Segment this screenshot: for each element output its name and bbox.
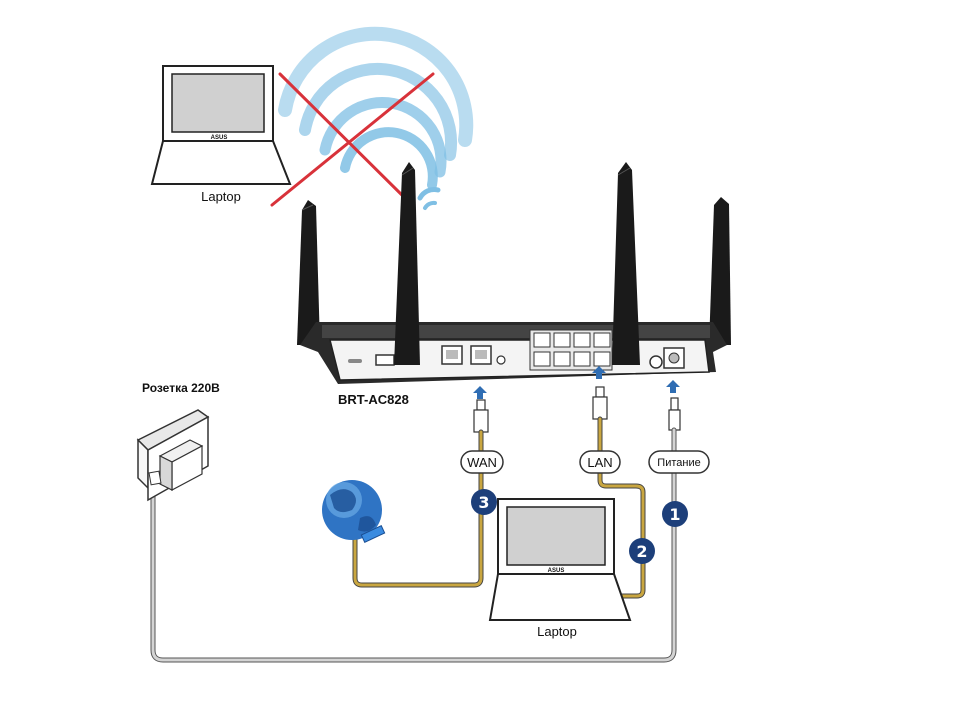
laptop-wireless: ASUS Laptop xyxy=(150,65,292,204)
cross-icon xyxy=(270,72,435,207)
globe-icon xyxy=(322,480,386,543)
laptop-logo: ASUS xyxy=(211,135,228,141)
wall-socket: Розетка 220В xyxy=(136,381,220,502)
step-number: 2 xyxy=(636,542,647,561)
cables xyxy=(150,416,677,663)
router: BRT-AC828 xyxy=(297,162,731,407)
step-number: 1 xyxy=(669,505,680,524)
cable-tag-label: Питание xyxy=(657,457,700,469)
step-badge-1: 1 xyxy=(662,501,688,527)
laptop-logo: ASUS xyxy=(548,568,565,574)
laptop-wired: ASUS Laptop xyxy=(488,498,632,639)
step-badge-2: 2 xyxy=(629,538,655,564)
cable-tag-label: LAN xyxy=(587,455,612,470)
cable-tag-label: WAN xyxy=(467,455,497,470)
cable-tag-power: Питание xyxy=(648,450,710,474)
laptop-wireless-label: Laptop xyxy=(201,189,241,204)
wifi-signal-icon xyxy=(278,26,474,210)
step-badge-3: 3 xyxy=(471,489,497,515)
cable-plugs xyxy=(473,386,681,433)
arrow-up-icon xyxy=(473,366,680,399)
laptop-wired-label: Laptop xyxy=(537,624,577,639)
socket-label: Розетка 220В xyxy=(142,381,220,395)
router-model-label: BRT-AC828 xyxy=(338,392,409,407)
step-number: 3 xyxy=(478,493,489,512)
cable-tag-lan: LAN xyxy=(579,450,621,474)
cable-tag-wan: WAN xyxy=(460,450,504,474)
